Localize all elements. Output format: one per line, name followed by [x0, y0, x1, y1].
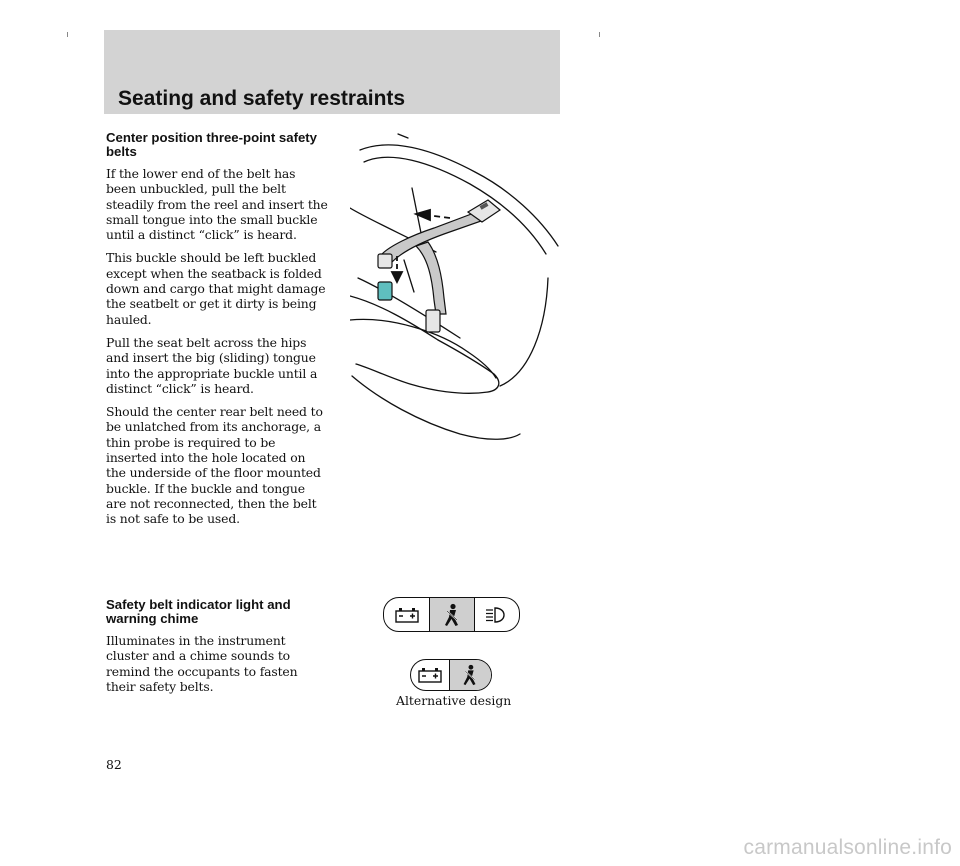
belts-paragraph-3: Pull the seat belt across the hips and i… — [106, 334, 318, 396]
battery-icon — [394, 607, 419, 623]
cluster-cell-headlamp — [473, 598, 519, 631]
headlamp-icon — [485, 606, 505, 623]
alt-cluster-cell-battery — [411, 660, 449, 690]
seatbelt-icon — [444, 603, 458, 626]
seat-belt-illustration — [350, 133, 559, 440]
alt-indicator-cluster — [410, 659, 492, 691]
page-number: 82 — [106, 757, 122, 772]
figure-caption: Alternative design — [396, 693, 512, 708]
cluster-cell-seatbelt — [429, 598, 474, 631]
indicator-section-title: Safety belt indicator light and warning … — [106, 597, 291, 626]
belts-paragraph-1: If the lower end of the belt has been un… — [106, 166, 328, 243]
crop-mark-left — [67, 32, 68, 37]
crop-mark-right — [599, 32, 600, 37]
indicator-paragraph-1: Illuminates in the instrument cluster an… — [106, 633, 298, 694]
section-header: Seating and safety restraints — [104, 30, 560, 114]
battery-icon — [418, 668, 442, 683]
belts-paragraph-2: This buckle should be left buckled excep… — [106, 250, 326, 327]
page-title: Seating and safety restraints — [118, 87, 406, 110]
seatbelt-icon — [463, 664, 476, 686]
indicator-cluster — [383, 597, 520, 632]
belts-section: Center position three-point safety belts… — [106, 131, 328, 535]
belts-paragraph-4: Should the center rear belt need to be u… — [106, 404, 323, 527]
indicator-section: Safety belt indicator light and warning … — [106, 598, 328, 702]
alt-cluster-cell-seatbelt — [448, 660, 491, 690]
belts-section-title: Center position three-point safety belts — [106, 130, 318, 159]
watermark: carmanualsonline.info — [743, 836, 952, 859]
cluster-cell-battery — [384, 598, 429, 631]
